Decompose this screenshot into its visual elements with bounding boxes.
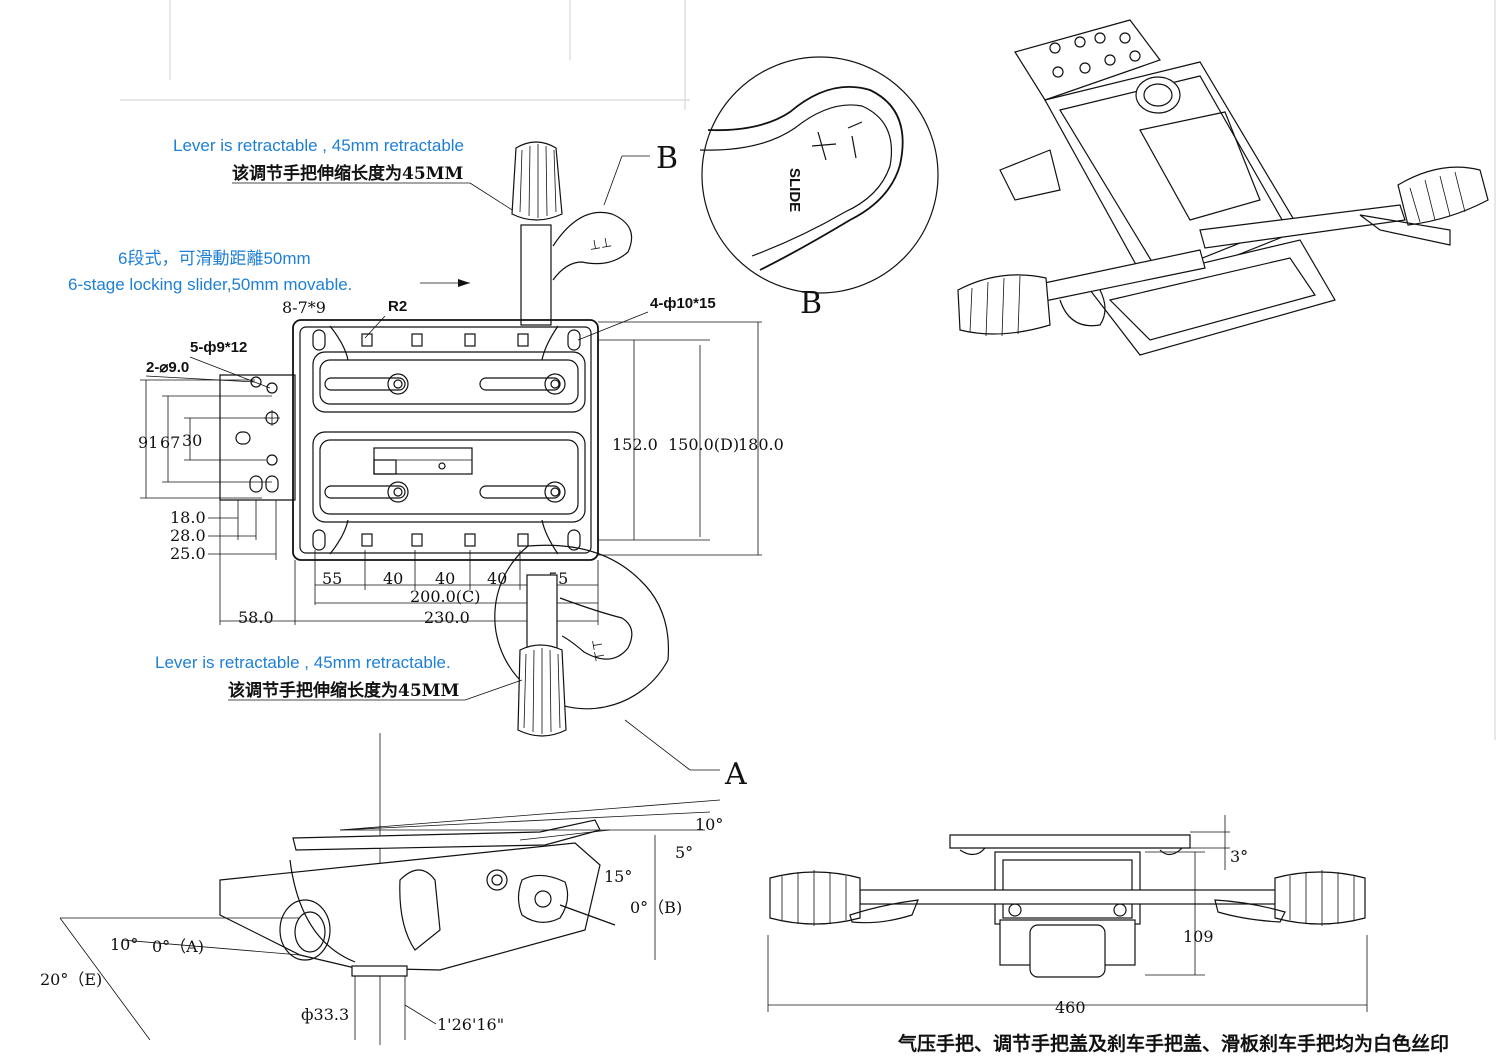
callout-a: A	[724, 757, 747, 792]
angle-15: 15°	[604, 867, 632, 886]
dim-25: 25.0	[170, 544, 206, 563]
bottom-left-dims	[208, 500, 277, 625]
dim-152: 152.0	[612, 435, 658, 454]
dim-58: 58.0	[238, 608, 274, 627]
angle-3: 3°	[1230, 847, 1248, 866]
angle-20e: 20°（E)	[40, 970, 102, 989]
lever-note-top-cn: 该调节手把伸缩长度为45MM	[232, 163, 463, 184]
dim-28: 28.0	[170, 526, 206, 545]
dim-5-holes: 5-ф9*12	[190, 339, 247, 356]
isometric-view	[957, 19, 1489, 356]
plan-view	[219, 319, 599, 561]
dim-230: 230.0	[424, 608, 470, 627]
slide-label: SLIDE	[786, 168, 803, 212]
dim-91: 91	[138, 433, 158, 452]
right-height-dims	[598, 321, 762, 556]
lever-note-bottom-en: Lever is retractable , 45mm retractable.	[155, 653, 451, 672]
lever-note-top-en: Lever is retractable , 45mm retractable	[173, 136, 464, 155]
dim-180: 180.0	[738, 435, 784, 454]
top-lever: ⊥⊥	[511, 141, 633, 326]
svg-text:⊥⊥: ⊥⊥	[588, 235, 613, 254]
lever-note-bottom-cn: 该调节手把伸缩长度为45MM	[228, 680, 459, 701]
dim-460: 460	[1055, 998, 1086, 1017]
dim-40a: 40	[383, 569, 403, 588]
dim-4-holes: 4-ф10*15	[650, 295, 716, 312]
callout-b: B	[656, 141, 678, 176]
dim-r2: R2	[388, 298, 407, 315]
side-view	[59, 733, 721, 1045]
left-height-dims	[140, 379, 272, 499]
scan-artifacts	[120, 0, 1496, 740]
front-view	[767, 815, 1368, 1012]
dim-18: 18.0	[170, 508, 206, 527]
angle-10-top: 10°	[695, 815, 723, 834]
angle-0b: 0°（B)	[630, 898, 682, 917]
callout-b-detail: B	[800, 286, 822, 321]
angle-10: 10°	[110, 935, 138, 954]
dim-taper: 1'26'16"	[437, 1015, 504, 1034]
dim-55a: 55	[322, 569, 342, 588]
detail-a-view: ⊥⊥	[494, 544, 670, 737]
dim-40b: 40	[435, 569, 455, 588]
dim-8-holes: 8-7*9	[282, 298, 326, 317]
dim-200: 200.0(C)	[410, 587, 481, 606]
svg-text:⊥⊥: ⊥⊥	[588, 638, 607, 663]
dim-67: 67	[160, 433, 180, 452]
angle-0a: 0°（A)	[152, 937, 204, 956]
dim-40c: 40	[487, 569, 507, 588]
dim-33-3: ф33.3	[301, 1005, 349, 1024]
detail-b-view: SLIDE	[699, 56, 939, 294]
slider-arrow	[420, 279, 470, 287]
angle-5: 5°	[675, 843, 693, 862]
dim-2-holes: 2-⌀9.0	[146, 359, 189, 376]
slider-note-en: 6-stage locking slider,50mm movable.	[68, 275, 352, 294]
slider-note-cn: 6段式，可滑動距離50mm	[118, 249, 311, 268]
dim-30: 30	[182, 431, 202, 450]
footnote: 气压手把、调节手把盖及刹车手把盖、滑板刹车手把均为白色丝印	[897, 1032, 1449, 1055]
dim-109: 109	[1183, 927, 1214, 946]
dim-150: 150.0(D)	[668, 435, 739, 454]
